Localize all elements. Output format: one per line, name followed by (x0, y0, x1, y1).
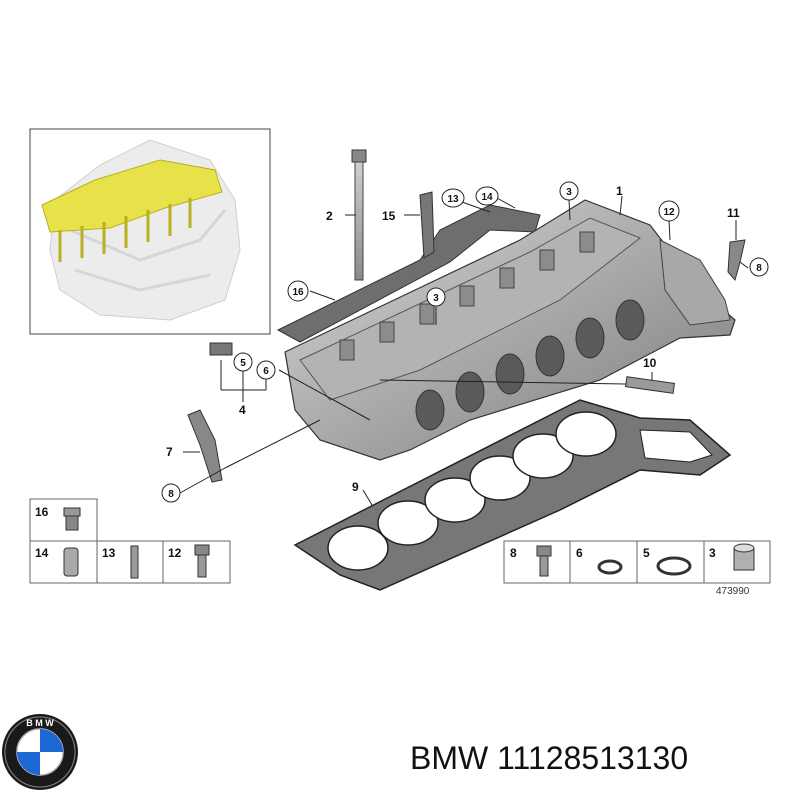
leader-lines (179, 195, 749, 506)
callout-2: 2 (326, 209, 333, 223)
bolt-2 (351, 149, 367, 281)
callout-15: 15 (382, 209, 396, 223)
callout-8-left-label: 8 (168, 489, 174, 500)
table-label-12: 12 (168, 546, 182, 560)
part-number-caption: BMW 11128513130 (410, 740, 800, 790)
callout-16-label: 16 (292, 287, 304, 298)
table-label-14: 14 (35, 546, 49, 560)
bmw-logo-icon: B M W (2, 714, 78, 790)
callout-6: 6 (256, 360, 276, 380)
table-label-5: 5 (643, 546, 650, 560)
callout-6-label: 6 (263, 366, 269, 377)
callout-16: 16 (287, 280, 309, 302)
callout-5-label: 5 (240, 358, 246, 369)
svg-text:B M W: B M W (26, 718, 54, 728)
callout-13: 13 (441, 188, 465, 208)
callout-12: 12 (658, 200, 680, 222)
brand-name: BMW (410, 740, 489, 776)
table-label-3: 3 (709, 546, 716, 560)
catalog-number: 473990 (716, 586, 750, 597)
callout-8-right-label: 8 (756, 263, 762, 274)
callout-12-label: 12 (663, 207, 675, 218)
callout-4: 4 (239, 403, 246, 417)
table-label-16: 16 (35, 505, 49, 519)
cylinder-head (284, 199, 736, 461)
bracket-7 (187, 409, 223, 483)
callout-5: 5 (233, 352, 253, 372)
callout-7: 7 (166, 445, 173, 459)
table-label-6: 6 (576, 546, 583, 560)
callout-11: 11 (727, 206, 740, 220)
sensor-10 (624, 376, 676, 394)
plug-5-6 (209, 342, 233, 356)
cover-gasket-strip (276, 191, 541, 343)
callout-14: 14 (475, 186, 499, 206)
parts-table-left: 16 14 13 12 (29, 498, 231, 584)
callout-8-right: 8 (749, 257, 769, 277)
head-gasket (293, 399, 732, 591)
parts-table-right: 8 6 5 3 (503, 540, 771, 584)
callout-3-mid-label: 3 (433, 293, 439, 304)
part-number: 11128513130 (497, 740, 689, 776)
callout-1: 1 (616, 184, 623, 198)
engine-inset (29, 128, 271, 335)
table-label-13: 13 (102, 546, 116, 560)
callout-14-label: 14 (481, 192, 493, 203)
callout-10: 10 (643, 356, 657, 370)
bracket-11 (727, 239, 746, 282)
callout-9: 9 (352, 480, 359, 494)
callout-13-label: 13 (447, 194, 459, 205)
callout-3-top: 3 (559, 181, 579, 201)
callout-3-mid: 3 (426, 287, 446, 307)
callout-3-top-label: 3 (566, 187, 572, 198)
table-label-8: 8 (510, 546, 517, 560)
callout-8-left: 8 (161, 483, 181, 503)
